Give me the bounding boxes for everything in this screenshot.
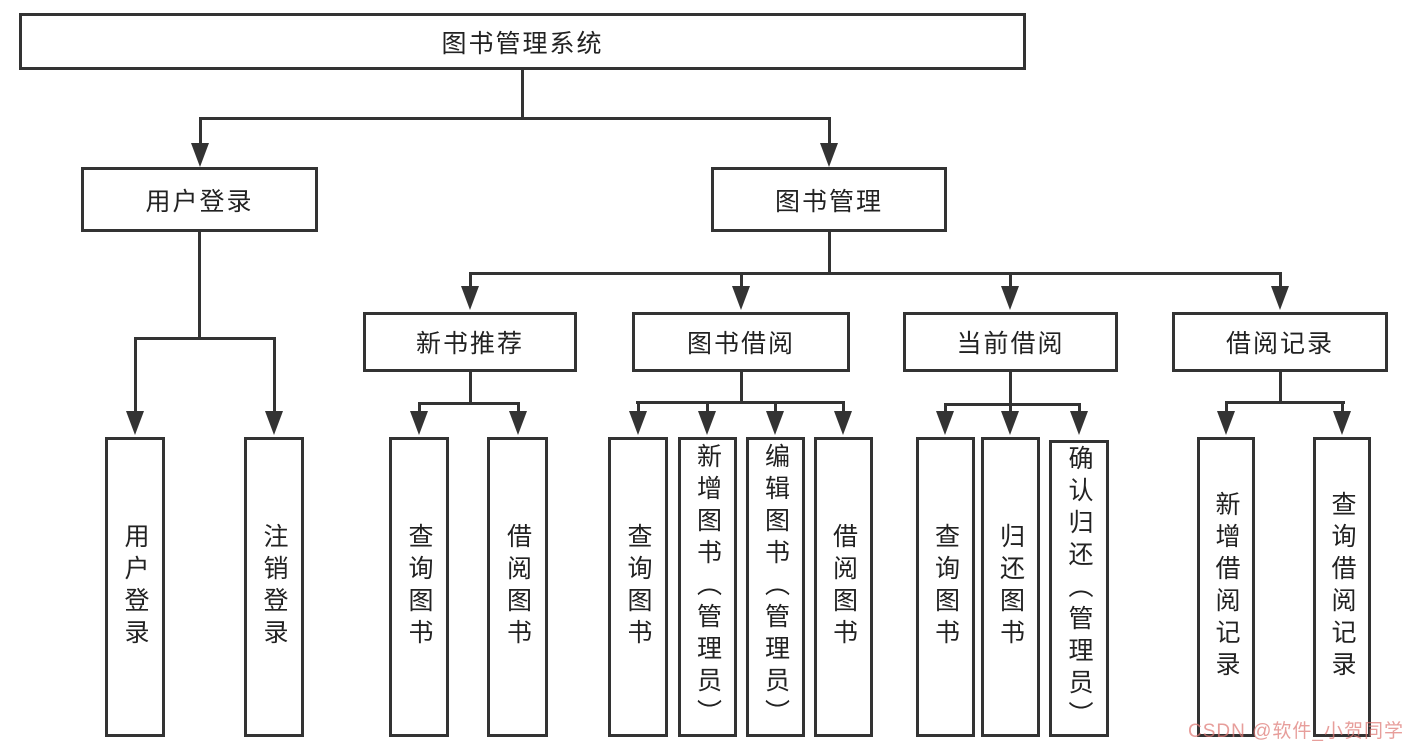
- node-query-books-current: 查询图书: [916, 437, 975, 737]
- node-library-management-system: 图书管理系统: [19, 13, 1026, 70]
- connector-line: [418, 402, 421, 414]
- arrow-down-icon: [732, 286, 750, 310]
- connector-line: [418, 402, 520, 405]
- arrow-down-icon: [1271, 286, 1289, 310]
- connector-line: [828, 117, 831, 145]
- node-user-login: 用户登录: [81, 167, 318, 232]
- arrow-down-icon: [1070, 411, 1088, 435]
- node-current-borrow: 当前借阅: [903, 312, 1118, 372]
- arrow-down-icon: [834, 411, 852, 435]
- connector-line: [198, 232, 201, 337]
- node-query-books-borrow: 查询图书: [608, 437, 668, 737]
- node-book-borrow: 图书借阅: [632, 312, 850, 372]
- connector-line: [637, 401, 640, 414]
- arrow-down-icon: [1333, 411, 1351, 435]
- arrow-down-icon: [410, 411, 428, 435]
- arrow-down-icon: [629, 411, 647, 435]
- connector-line: [521, 70, 524, 117]
- connector-line: [1009, 403, 1012, 414]
- arrow-down-icon: [936, 411, 954, 435]
- connector-line: [944, 403, 1081, 406]
- connector-line: [199, 117, 202, 145]
- connector-line: [273, 337, 276, 413]
- connector-line: [828, 232, 831, 274]
- connector-line: [636, 401, 845, 404]
- csdn-watermark: CSDN @软件_小贺同学: [1188, 721, 1404, 742]
- arrow-down-icon: [191, 143, 209, 167]
- connector-line: [517, 402, 520, 414]
- arrow-down-icon: [1217, 411, 1235, 435]
- arrow-down-icon: [766, 411, 784, 435]
- node-confirm-return-admin: 确认归还（管理员）: [1049, 440, 1109, 737]
- node-query-borrow-record: 查询借阅记录: [1313, 437, 1371, 737]
- connector-line: [1225, 401, 1228, 414]
- arrow-down-icon: [509, 411, 527, 435]
- connector-line: [1279, 372, 1282, 404]
- node-borrow-records: 借阅记录: [1172, 312, 1388, 372]
- arrow-down-icon: [1001, 286, 1019, 310]
- node-add-borrow-record: 新增借阅记录: [1197, 437, 1255, 737]
- arrow-down-icon: [1001, 411, 1019, 435]
- connector-line: [774, 401, 777, 414]
- connector-line: [1009, 272, 1012, 288]
- connector-line: [469, 272, 472, 288]
- node-edit-book-admin: 编辑图书（管理员）: [746, 437, 805, 737]
- node-add-book-admin: 新增图书（管理员）: [678, 437, 737, 737]
- connector-line: [706, 401, 709, 414]
- node-borrow-books-leaf: 借阅图书: [814, 437, 873, 737]
- connector-line: [1078, 403, 1081, 414]
- node-query-books-recommend: 查询图书: [389, 437, 449, 737]
- arrow-down-icon: [698, 411, 716, 435]
- node-return-book: 归还图书: [981, 437, 1040, 737]
- connector-line: [134, 337, 137, 413]
- connector-line: [1225, 401, 1345, 404]
- connector-line: [842, 401, 845, 414]
- node-book-management: 图书管理: [711, 167, 947, 232]
- connector-line: [134, 337, 276, 340]
- node-user-login-leaf: 用户登录: [105, 437, 165, 737]
- node-logout: 注销登录: [244, 437, 304, 737]
- arrow-down-icon: [265, 411, 283, 435]
- connector-line: [1279, 272, 1282, 288]
- connector-line: [1009, 372, 1012, 405]
- connector-line: [1341, 401, 1344, 414]
- arrow-down-icon: [820, 143, 838, 167]
- connector-line: [469, 272, 1282, 275]
- connector-line: [469, 372, 472, 405]
- connector-line: [199, 117, 831, 120]
- connector-line: [944, 403, 947, 414]
- arrow-down-icon: [126, 411, 144, 435]
- connector-line: [740, 272, 743, 288]
- node-new-book-recommend: 新书推荐: [363, 312, 577, 372]
- node-borrow-books-recommend: 借阅图书: [487, 437, 548, 737]
- arrow-down-icon: [461, 286, 479, 310]
- connector-line: [740, 372, 743, 404]
